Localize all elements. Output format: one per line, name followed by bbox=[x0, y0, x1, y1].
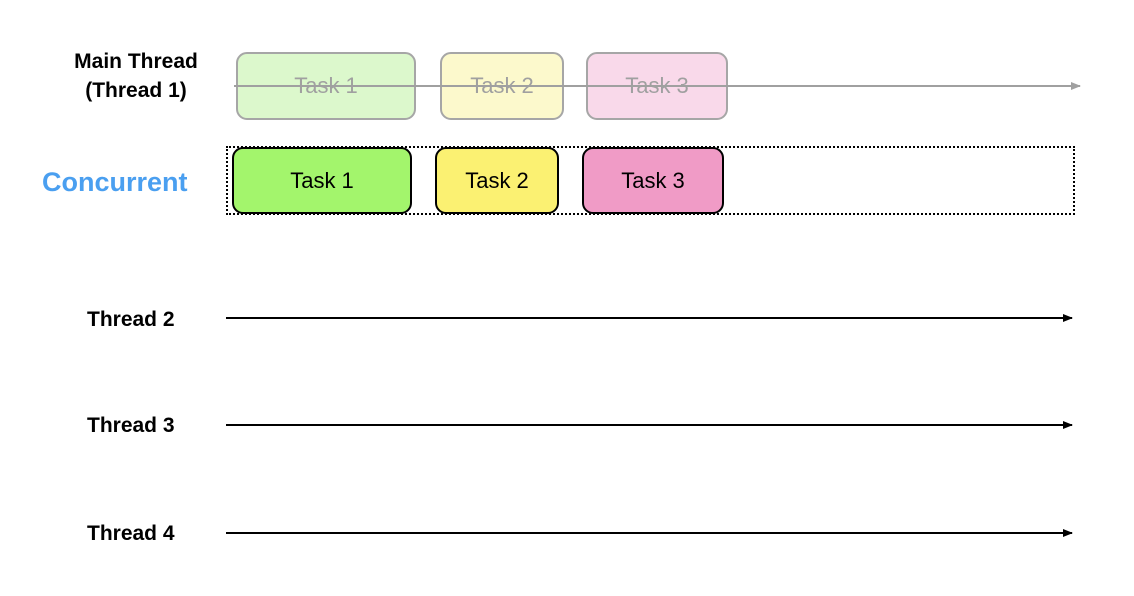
concurrent-task-1: Task 1 bbox=[232, 147, 412, 214]
main-thread-label-line2: (Thread 1) bbox=[85, 79, 187, 102]
main-thread-label-line1: Main Thread bbox=[74, 50, 198, 73]
thread-3-label: Thread 3 bbox=[87, 414, 175, 437]
concurrent-task-3-label: Task 3 bbox=[621, 167, 685, 193]
concurrent-task-1-label: Task 1 bbox=[290, 167, 354, 193]
concurrent-task-3: Task 3 bbox=[582, 147, 724, 214]
concurrent-label: Concurrent bbox=[42, 167, 188, 197]
concurrent-task-2: Task 2 bbox=[435, 147, 559, 214]
thread-2-label: Thread 2 bbox=[87, 308, 175, 331]
concurrent-task-2-label: Task 2 bbox=[465, 167, 529, 193]
main-thread-label: Main Thread (Thread 1) bbox=[60, 47, 212, 105]
thread-4-label: Thread 4 bbox=[87, 522, 175, 545]
